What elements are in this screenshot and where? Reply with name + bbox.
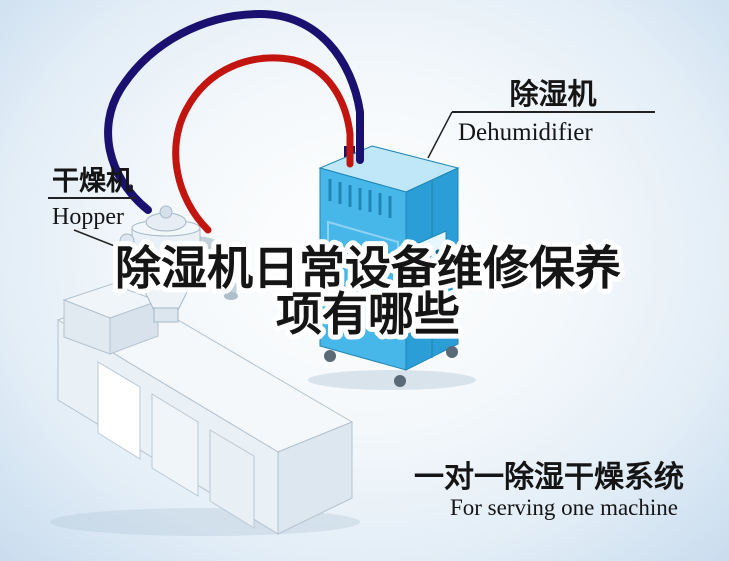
- page-title-line-2: 项有哪些: [276, 287, 460, 341]
- caster-wheel-3: [446, 346, 458, 358]
- control-button-2: [426, 253, 432, 259]
- dehumidifier-side-slot: [412, 289, 432, 310]
- hopper-callout-line: [73, 229, 151, 261]
- pipe-blue: [104, 9, 364, 214]
- hopper-elbow-outlet: [224, 292, 238, 300]
- caption-en: For serving one machine: [450, 495, 678, 520]
- extruder-panel-1: [97, 361, 141, 460]
- caster-wheel-2: [394, 375, 406, 387]
- hopper-side-fitting: [119, 233, 135, 249]
- caster-wheel-1: [324, 350, 336, 362]
- extruder-panel-3: [209, 429, 255, 529]
- control-button-1: [417, 257, 423, 263]
- hopper-stem: [153, 307, 179, 323]
- dehumidifier-label-zh: 除湿机: [509, 77, 596, 111]
- extruder-end-face: [277, 421, 353, 535]
- dehumidifier-label-en: Dehumidifier: [458, 119, 593, 146]
- hopper-label-zh: 干燥机: [52, 166, 133, 197]
- dehumidifier-callout-line: [427, 111, 453, 159]
- hopper-label-en: Hopper: [52, 204, 124, 230]
- hopper-elbow-duct: [199, 236, 237, 294]
- dehumidifier-illustration: [308, 145, 476, 390]
- extruder-illustration: [50, 205, 360, 536]
- dehumidifier-front-panel: [327, 220, 399, 340]
- extruder-step-side: [109, 300, 159, 355]
- caption-zh: 一对一除湿干燥系统: [414, 460, 684, 495]
- pipe-red: [172, 54, 354, 234]
- dehumidifier-vents: [328, 179, 392, 218]
- control-button-3: [435, 249, 441, 255]
- dehumidifier-front-handle: [334, 300, 352, 312]
- hopper-dome-knob: [159, 205, 173, 219]
- dehumidifier-shadow: [308, 370, 476, 390]
- page-title-line-1: 除湿机日常设备维修保养: [115, 241, 621, 295]
- extruder-panel-2: [151, 393, 199, 497]
